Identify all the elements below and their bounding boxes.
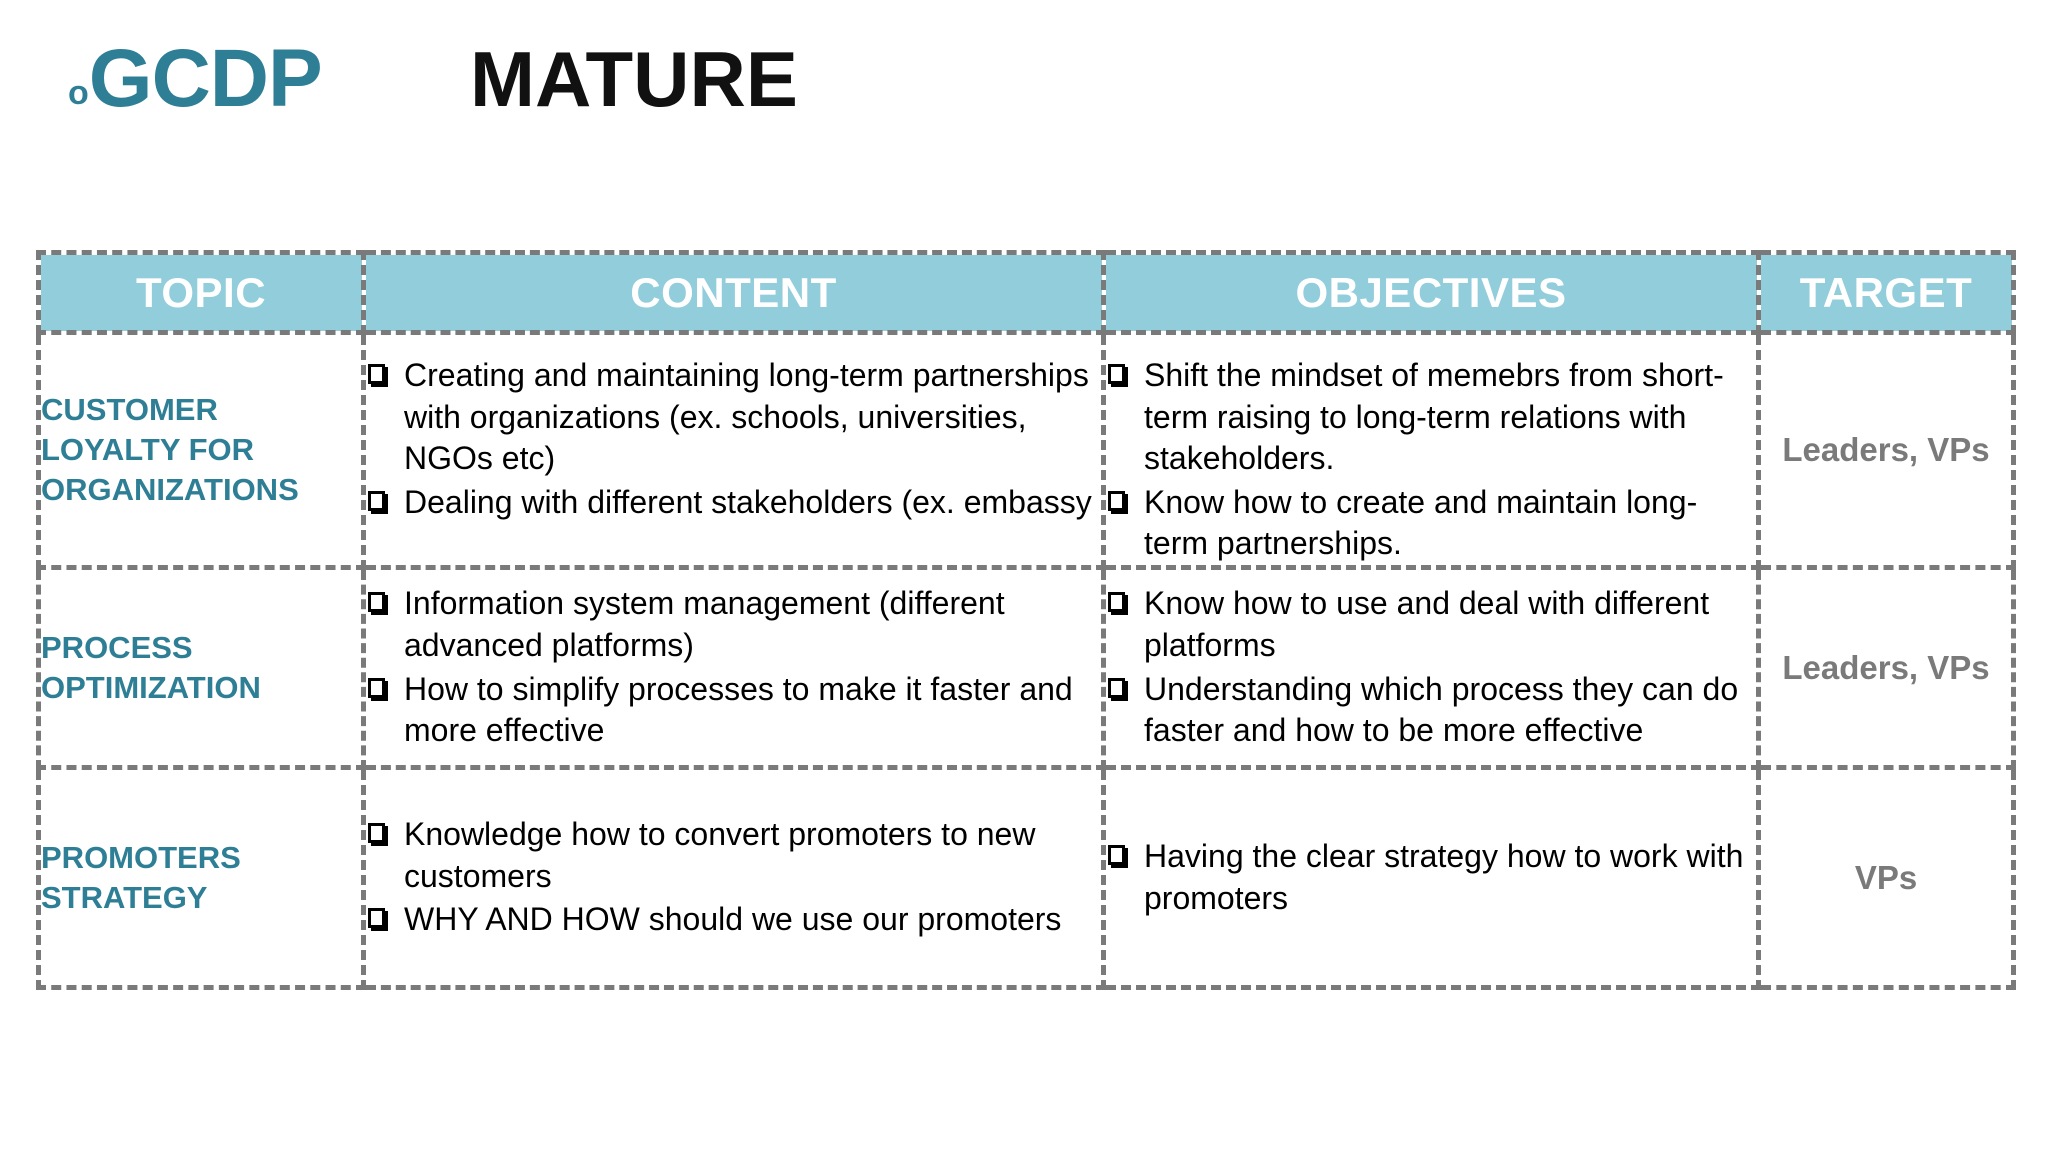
list-item-text: WHY AND HOW should we use our promoters xyxy=(404,901,1062,938)
content-list: Information system management (different… xyxy=(366,583,1101,751)
checkbox-bullet-icon xyxy=(368,364,385,384)
column-header-target: TARGET xyxy=(1756,250,2016,335)
list-item: Know how to create and maintain long-ter… xyxy=(1106,482,1756,565)
list-item: Shift the mindset of memebrs from short-… xyxy=(1106,355,1756,480)
checkbox-bullet-icon xyxy=(368,677,385,698)
slide-header: o GCDP MATURE xyxy=(0,0,2048,180)
checkbox-bullet-icon xyxy=(1108,592,1125,613)
list-item: Dealing with different stakeholders (ex.… xyxy=(366,482,1101,524)
target-cell: Leaders, VPs xyxy=(1756,330,2016,570)
content-cell: Information system management (different… xyxy=(361,565,1106,770)
gcdp-logo: o GCDP xyxy=(68,33,323,124)
column-header-topic: TOPIC xyxy=(36,250,366,335)
list-item-text: Understanding which process they can do … xyxy=(1144,670,1739,749)
checkbox-bullet-icon xyxy=(368,908,385,929)
list-item-text: Having the clear strategy how to work wi… xyxy=(1144,837,1744,916)
logo-prefix-o: o xyxy=(68,74,89,112)
list-item: How to simplify processes to make it fas… xyxy=(366,669,1101,752)
page-title: MATURE xyxy=(470,35,798,123)
objectives-cell: Shift the mindset of memebrs from short-… xyxy=(1101,330,1761,570)
topic-cell: PROCESS OPTIMIZATION xyxy=(36,565,366,770)
objectives-cell: Know how to use and deal with different … xyxy=(1101,565,1761,770)
checkbox-bullet-icon xyxy=(368,592,385,613)
list-item-text: Dealing with different stakeholders (ex.… xyxy=(404,483,1092,520)
checkbox-bullet-icon xyxy=(1108,677,1125,698)
checkbox-bullet-icon xyxy=(1108,364,1125,384)
list-item-text: How to simplify processes to make it fas… xyxy=(404,670,1073,749)
list-item-text: Creating and maintaining long-term partn… xyxy=(404,357,1089,477)
column-header-content: CONTENT xyxy=(361,250,1106,335)
list-item: Information system management (different… xyxy=(366,583,1101,666)
list-item-text: Know how to use and deal with different … xyxy=(1144,585,1710,663)
list-item: Knowledge how to convert promoters to ne… xyxy=(366,814,1101,897)
table-row: PROMOTERS STRATEGY Knowledge how to conv… xyxy=(36,765,2016,990)
table-row: CUSTOMER LOYALTY FOR ORGANIZATIONS Creat… xyxy=(36,330,2016,570)
topic-cell: PROMOTERS STRATEGY xyxy=(36,765,366,990)
checkbox-bullet-icon xyxy=(1108,844,1125,865)
checkbox-bullet-icon xyxy=(368,823,385,844)
list-item: Know how to use and deal with different … xyxy=(1106,583,1756,666)
training-matrix-table-wrapper: TOPIC CONTENT OBJECTIVES TARGET CUSTOMER… xyxy=(36,250,2016,990)
objectives-list: Having the clear strategy how to work wi… xyxy=(1106,836,1756,919)
content-cell: Knowledge how to convert promoters to ne… xyxy=(361,765,1106,990)
table-row: PROCESS OPTIMIZATION Information system … xyxy=(36,565,2016,770)
content-cell: Creating and maintaining long-term partn… xyxy=(361,330,1106,570)
content-list: Knowledge how to convert promoters to ne… xyxy=(366,814,1101,941)
objectives-list: Shift the mindset of memebrs from short-… xyxy=(1106,355,1756,565)
table-header: TOPIC CONTENT OBJECTIVES TARGET xyxy=(36,250,2016,335)
target-cell: Leaders, VPs xyxy=(1756,565,2016,770)
list-item-text: Know how to create and maintain long-ter… xyxy=(1144,483,1698,562)
objectives-cell: Having the clear strategy how to work wi… xyxy=(1101,765,1761,990)
table-body: CUSTOMER LOYALTY FOR ORGANIZATIONS Creat… xyxy=(36,330,2016,990)
topic-cell: CUSTOMER LOYALTY FOR ORGANIZATIONS xyxy=(36,330,366,570)
list-item: Creating and maintaining long-term partn… xyxy=(366,355,1101,480)
list-item-text: Information system management (different… xyxy=(404,585,1005,663)
training-matrix-table: TOPIC CONTENT OBJECTIVES TARGET CUSTOMER… xyxy=(36,250,2016,990)
target-cell: VPs xyxy=(1756,765,2016,990)
list-item: Having the clear strategy how to work wi… xyxy=(1106,836,1756,919)
checkbox-bullet-icon xyxy=(1108,490,1125,511)
objectives-list: Know how to use and deal with different … xyxy=(1106,583,1756,751)
list-item: Understanding which process they can do … xyxy=(1106,669,1756,752)
logo-text-gcdp: GCDP xyxy=(88,33,323,124)
column-header-objectives: OBJECTIVES xyxy=(1101,250,1761,335)
checkbox-bullet-icon xyxy=(368,490,385,511)
table-header-row: TOPIC CONTENT OBJECTIVES TARGET xyxy=(36,250,2016,335)
list-item-text: Knowledge how to convert promoters to ne… xyxy=(404,816,1036,894)
list-item-text: Shift the mindset of memebrs from short-… xyxy=(1144,357,1724,477)
content-list: Creating and maintaining long-term partn… xyxy=(366,355,1101,523)
list-item: WHY AND HOW should we use our promoters xyxy=(366,899,1101,941)
